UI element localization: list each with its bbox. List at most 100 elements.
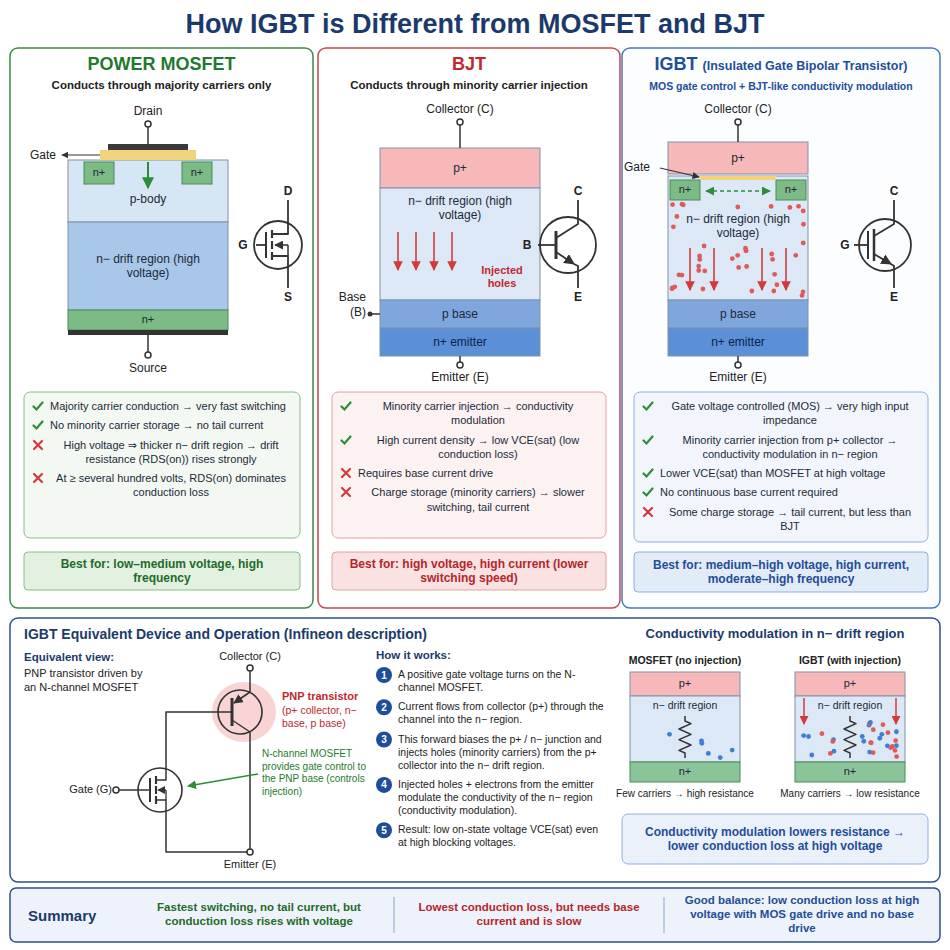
carrier-dot xyxy=(894,729,899,734)
bullet-row: Charge storage (minority carriers) → slo… xyxy=(340,485,598,514)
terminal-dot xyxy=(145,121,151,127)
carrier-dot xyxy=(735,253,740,258)
collector-wire xyxy=(459,125,461,148)
node-text: Injected holes xyxy=(472,264,532,290)
step-text: Injected holes + electrons from the emit… xyxy=(398,778,608,817)
hole-injection-arrow xyxy=(761,248,763,290)
step-text: Current flows from collector (p+) throug… xyxy=(398,700,608,726)
shape-layer xyxy=(10,48,940,942)
carrier-dot xyxy=(749,289,754,294)
carrier-dot xyxy=(871,727,876,732)
p-plus-layer: p+ xyxy=(668,142,808,174)
carrier-dot xyxy=(860,734,865,739)
p-body-layer: p-bodyn+n+ xyxy=(68,160,228,222)
carrier-dot xyxy=(801,209,806,214)
carrier-dot xyxy=(736,265,741,270)
carrier-dot xyxy=(877,736,882,741)
terminal-dot xyxy=(247,665,253,671)
device-panel: POWER MOSFETConducts through majority ca… xyxy=(10,48,313,608)
result-box: Conductivity modulation lowers resistanc… xyxy=(622,814,928,864)
node-text: Lower VCE(sat) than MOSFET at high volta… xyxy=(660,466,885,480)
carrier-dot xyxy=(769,252,774,257)
bullet-row: Requires base current drive xyxy=(340,466,598,480)
node-text: n+ xyxy=(785,183,798,196)
drift-layer: n− drift region xyxy=(795,696,905,762)
bullet-icon xyxy=(32,472,44,484)
p-plus-layer: p+ xyxy=(380,148,540,188)
node-text: Lowest conduction loss, but needs base c… xyxy=(406,901,652,929)
collector-lead xyxy=(556,200,578,238)
node-text: n+ xyxy=(191,166,204,179)
device-panel: IGBT(Insulated Gate Bipolar Transistor)M… xyxy=(622,48,940,608)
carrier-dot xyxy=(701,287,706,292)
node-text: Gate voltage controlled (MOS) → very hig… xyxy=(660,399,920,428)
p-base-layer: p base xyxy=(668,300,808,328)
carrier-dot xyxy=(871,750,876,755)
bullet-row: Majority carrier conduction → very fast … xyxy=(32,399,292,413)
drift-layer: n− drift region (high voltage)Injected h… xyxy=(380,188,540,300)
check-mark xyxy=(34,403,43,410)
p-plus-layer-shape xyxy=(668,142,808,174)
device-panel-shape xyxy=(622,48,940,608)
node-text: At ≥ several hundred volts, RDS(on) domi… xyxy=(50,471,292,500)
node-text: n+ xyxy=(679,765,692,778)
node-text: n− drift region (high voltage) xyxy=(682,212,794,241)
node-text: 2 xyxy=(381,702,387,713)
gate-plate xyxy=(867,231,869,259)
label-text: Gate (G) xyxy=(36,783,112,797)
gate-wire xyxy=(119,789,150,791)
body-arrow xyxy=(275,244,288,246)
diagram-title: How IGBT is Different from MOSFET and BJ… xyxy=(0,8,950,42)
hole-injection-arrow xyxy=(451,232,453,270)
drift-layer-shape xyxy=(630,696,740,762)
p-plus-layer: p+ xyxy=(630,672,740,696)
source-lead xyxy=(272,256,288,288)
carrier-dot xyxy=(869,740,874,745)
carrier-dot xyxy=(735,205,740,210)
drift-layer-shape xyxy=(68,222,228,310)
check-mark xyxy=(644,470,653,477)
n-plus-layer: n+ xyxy=(68,310,228,330)
body-arrow xyxy=(158,789,166,790)
n-plus-layer: n+ xyxy=(795,762,905,782)
label-text: MOSFET (no injection) xyxy=(605,654,765,667)
bullet-row: Minority carrier injection from p+ colle… xyxy=(642,433,920,462)
n-plus-emitter-layer-shape xyxy=(380,328,540,356)
n-plus-well-shape xyxy=(182,162,212,184)
n-plus-well-shape xyxy=(670,180,700,200)
cross-mark xyxy=(644,508,652,516)
node-text: n+ emitter xyxy=(711,335,765,349)
feature-list: Majority carrier conduction → very fast … xyxy=(24,392,300,538)
label-text: PNP transistor xyxy=(282,690,372,704)
step-number: 3 xyxy=(376,732,392,748)
carrier-dot xyxy=(730,748,735,753)
carrier-dot xyxy=(730,256,735,261)
resistor-symbol xyxy=(844,716,856,758)
bullet-row: No continuous base current required xyxy=(642,485,920,499)
carrier-dot xyxy=(893,738,898,743)
n-plus-layer-shape xyxy=(795,762,905,782)
number-circle xyxy=(376,699,392,715)
gate-oxide xyxy=(100,150,196,160)
carrier-dot xyxy=(793,253,798,258)
carrier-dot xyxy=(744,264,749,269)
channel-segment xyxy=(155,776,157,784)
body-lead xyxy=(287,245,289,256)
p-plus-layer-shape xyxy=(630,672,740,696)
feature-list: Gate voltage controlled (MOS) → very hig… xyxy=(634,392,928,542)
p-body-layer-shape xyxy=(68,160,228,222)
bullet-icon xyxy=(340,486,352,498)
node-text: Some charge storage → tail current, but … xyxy=(660,505,920,534)
channel-segment xyxy=(155,786,157,794)
node-text: n− drift region (high voltage) xyxy=(92,252,204,281)
label-text: Many carriers → low resistance xyxy=(770,788,930,801)
carrier-dot xyxy=(806,734,811,739)
hole-injection-arrow xyxy=(713,248,715,290)
label-text: N-channel MOSFET provides gate control t… xyxy=(262,748,366,798)
hole-injection-arrow xyxy=(689,248,691,290)
carrier-dot xyxy=(868,720,873,725)
feature-list-shape xyxy=(24,392,300,538)
summary-cell: Good balance: low conduction loss at hig… xyxy=(668,890,936,940)
carrier-dot xyxy=(769,204,774,209)
n-plus-well: n+ xyxy=(84,162,114,184)
